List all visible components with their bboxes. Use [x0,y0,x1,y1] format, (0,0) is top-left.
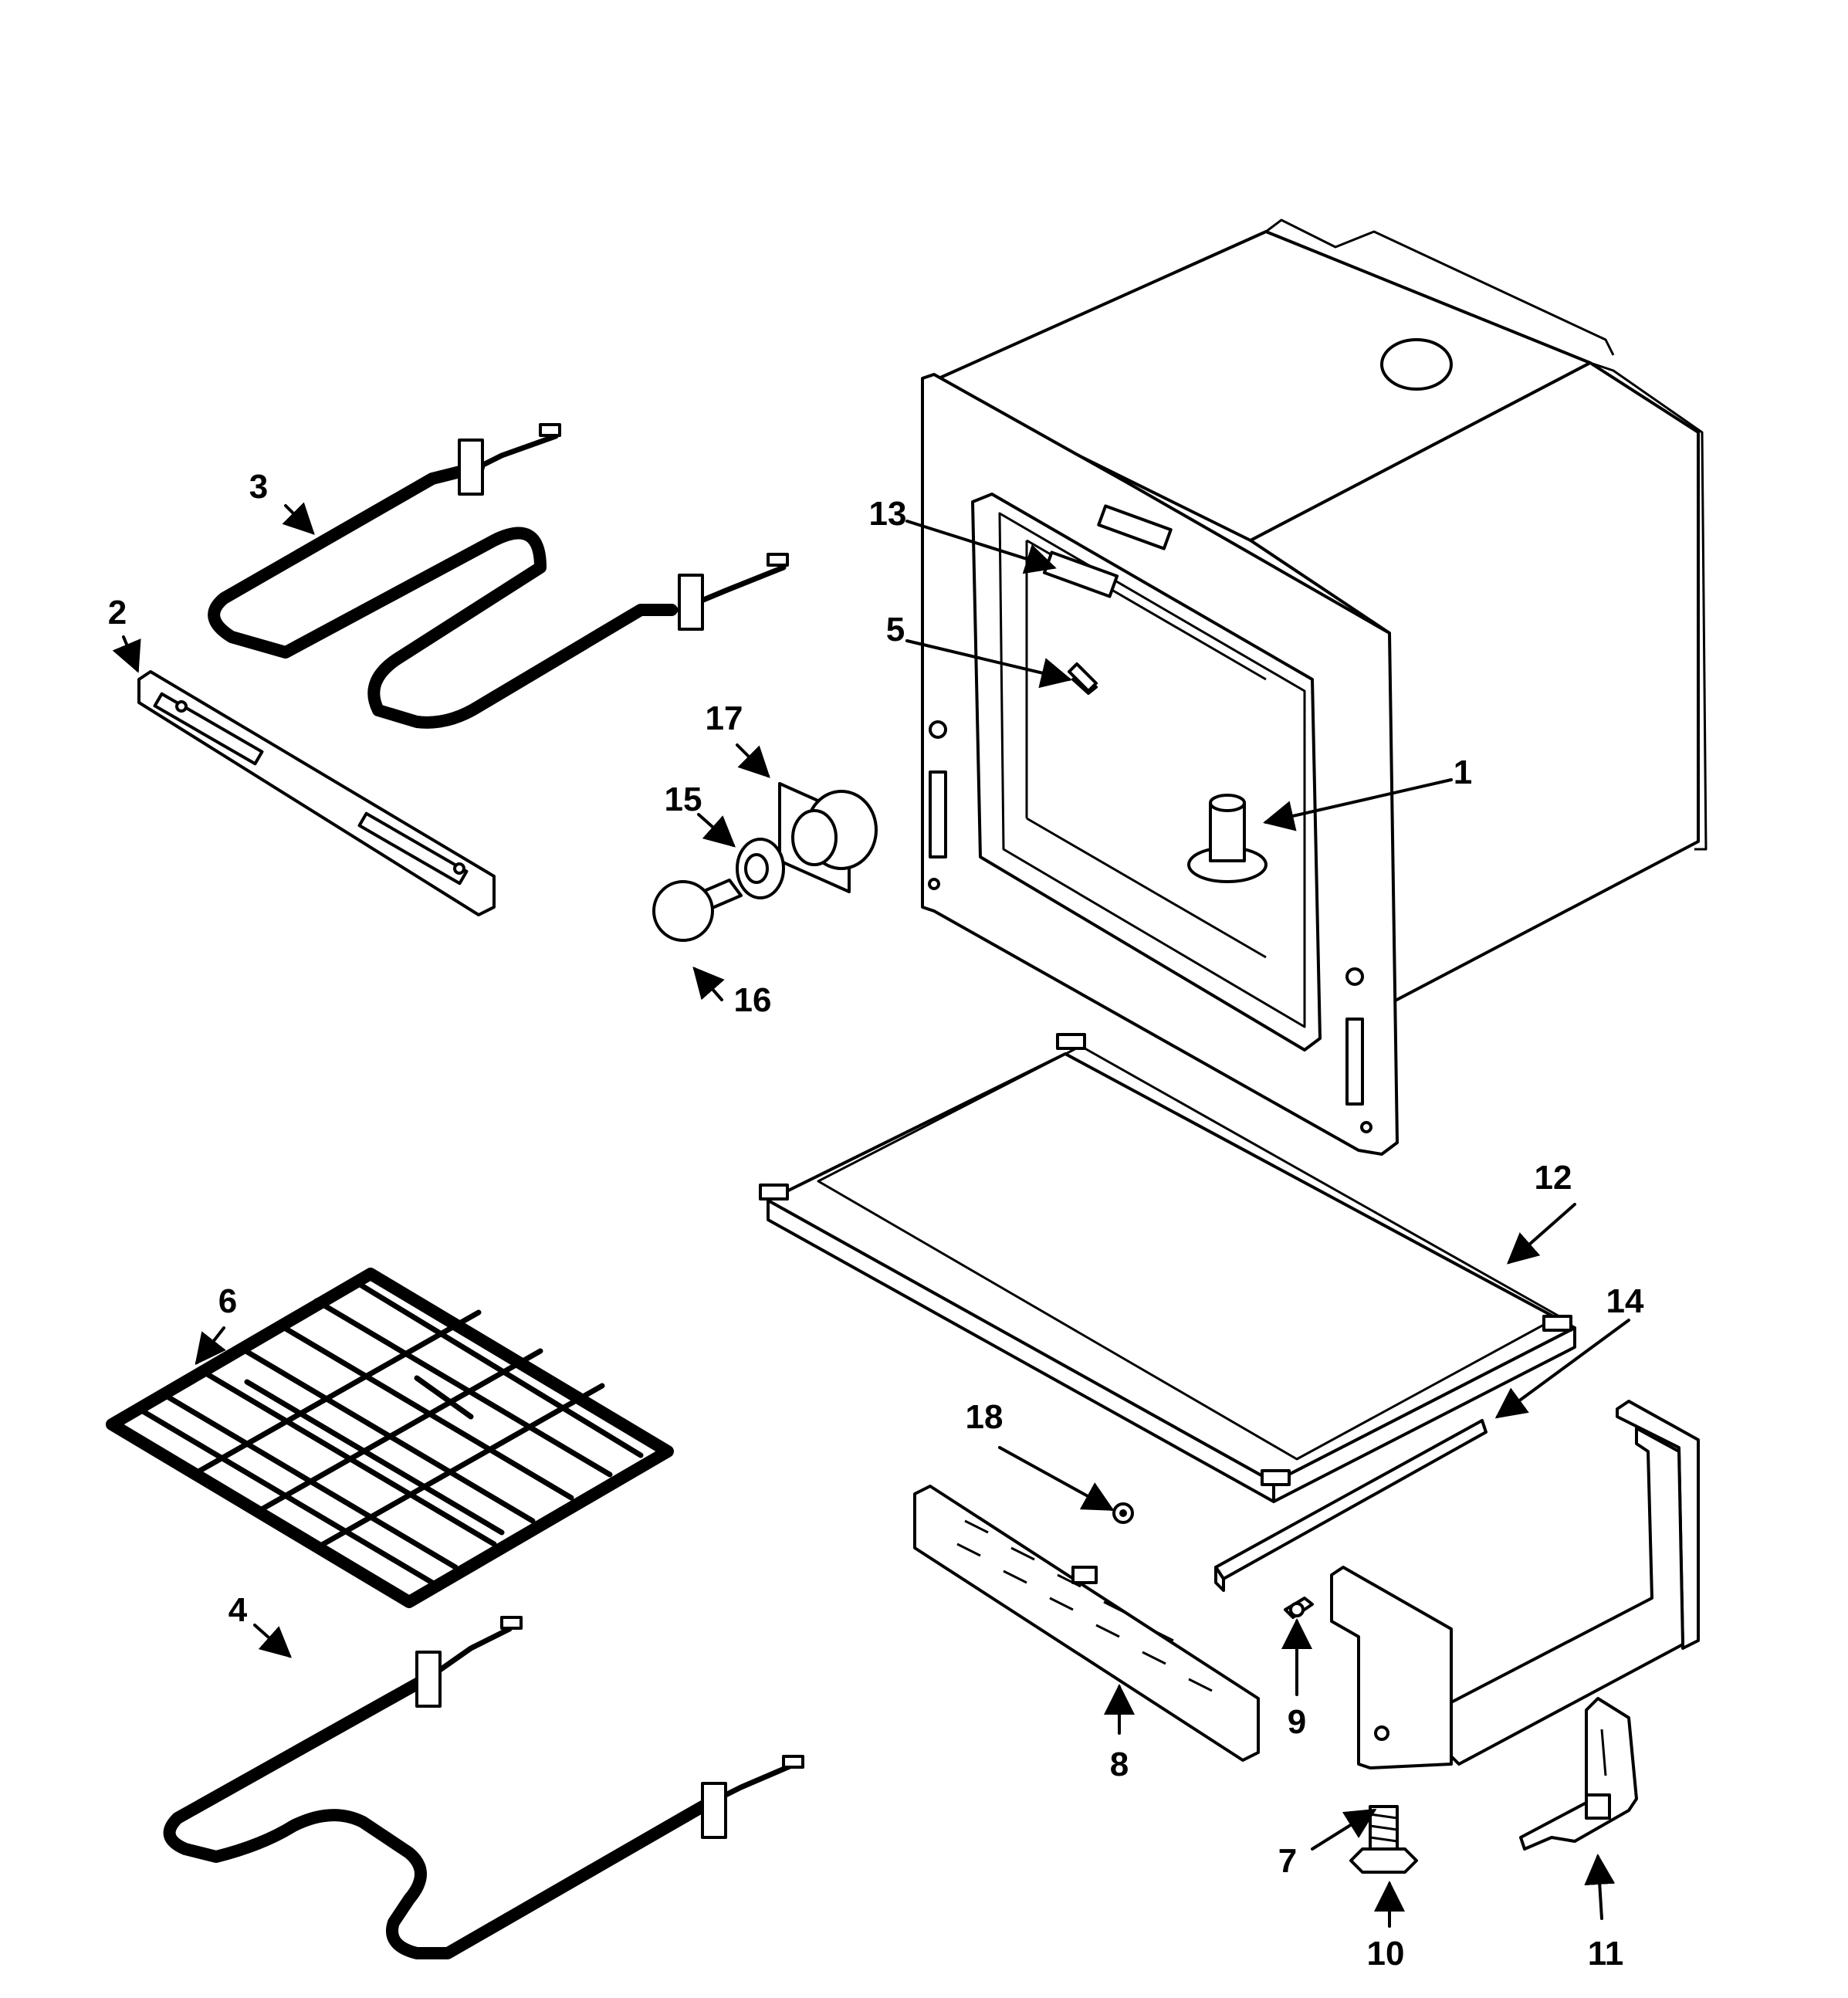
small-parts [1112,1419,1488,1619]
callout-13: 13 [869,495,907,533]
callout-7: 7 [1278,1842,1297,1880]
broiler-pan [759,1033,1576,1503]
callout-3: 3 [249,468,268,506]
anti-tip-bracket [1519,1697,1638,1851]
callout-labels: 1 2 3 4 5 6 7 8 9 10 11 12 13 14 15 16 1… [108,468,1644,1973]
callout-9: 9 [1288,1703,1306,1741]
callout-5: 5 [886,611,905,649]
back-panel [913,1485,1260,1762]
callout-14: 14 [1606,1282,1644,1320]
drawer-frame [1330,1400,1700,1769]
callout-leaders [112,502,1630,1928]
callout-15: 15 [665,781,702,818]
callout-2: 2 [108,594,127,632]
callout-16: 16 [734,981,772,1019]
broil-element [208,423,789,729]
callout-17: 17 [706,699,743,737]
oven-rack [106,1268,674,1608]
callout-4: 4 [228,1591,248,1629]
callout-11: 11 [1588,1935,1624,1973]
callout-1: 1 [1454,753,1472,791]
callout-10: 10 [1367,1935,1405,1973]
light-assembly [652,782,878,942]
bake-element [163,1616,804,1959]
callout-6: 6 [218,1282,237,1320]
oven-cavity [921,218,1708,1156]
leveling-leg [1349,1805,1418,1874]
callout-18: 18 [966,1398,1004,1436]
callout-12: 12 [1535,1159,1572,1197]
callout-8: 8 [1110,1746,1129,1783]
side-bracket [137,670,496,916]
